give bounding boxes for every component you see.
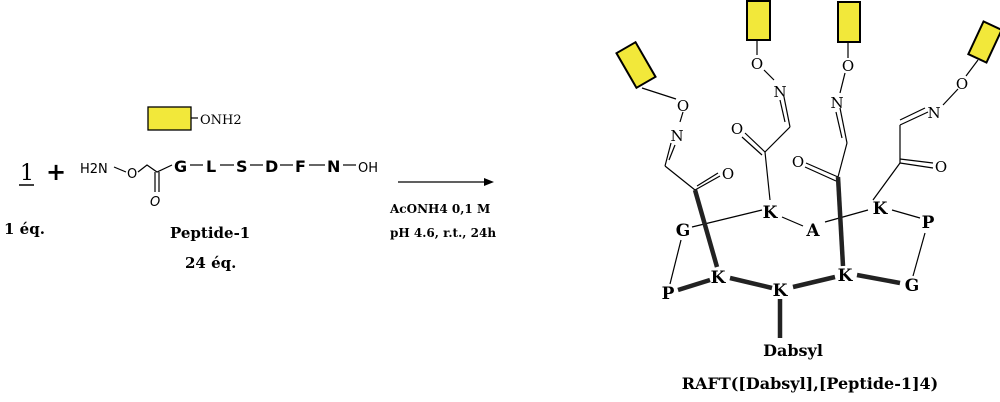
condition-line-2: pH 4.6, r.t., 24h <box>390 226 496 240</box>
peptide-name: Peptide-1 <box>170 224 250 242</box>
reactant-1-label: 1 <box>20 161 34 186</box>
reactant-1-equiv: 1 éq. <box>4 220 45 238</box>
residue-d: D <box>265 157 278 176</box>
plus-sign: + <box>46 158 66 186</box>
condition-line-1: AcONH4 0,1 M <box>389 202 490 216</box>
chain-atoms: O N O O N O O N O O N O <box>670 55 968 183</box>
sugar-box <box>147 106 192 131</box>
residue-g: G <box>174 157 187 176</box>
residue-k: K <box>838 266 854 286</box>
residue-f: F <box>295 157 306 176</box>
residue-a: A <box>805 221 820 241</box>
residue-g: G <box>905 276 920 296</box>
carbonyl-o: O <box>150 195 160 210</box>
oxyamine-label: ONH2 <box>200 113 242 128</box>
chain-bonds <box>641 40 979 285</box>
residue-l: L <box>206 157 216 176</box>
sugar-box-3 <box>837 1 861 43</box>
ether-o: O <box>127 167 137 182</box>
atom-o: O <box>751 55 763 73</box>
h2n-label: H2N <box>80 162 108 177</box>
residue-k: K <box>711 268 727 288</box>
product-name: RAFT([Dabsyl],[Peptide-1]4) <box>682 374 939 393</box>
atom-n: N <box>830 94 843 112</box>
residue-p: P <box>922 213 935 233</box>
peptide-sequence: G L S D F N <box>174 157 356 176</box>
peptide-equiv: 24 éq. <box>185 254 236 272</box>
atom-o: O <box>722 165 734 183</box>
residue-p: P <box>662 284 675 304</box>
ring-residues: K A K P G K K K P G <box>662 199 935 304</box>
residue-k: K <box>873 199 889 219</box>
residue-k: K <box>773 281 789 301</box>
sugar-box-4 <box>967 20 1000 64</box>
atom-n: N <box>773 83 786 101</box>
arrow-head-icon <box>484 178 494 186</box>
atom-o: O <box>956 75 968 93</box>
residue-k: K <box>763 203 779 223</box>
atom-o: O <box>731 120 743 138</box>
sugar-box-1 <box>615 40 657 90</box>
residue-n: N <box>327 157 340 176</box>
atom-n: N <box>670 127 683 145</box>
dabsyl-label: Dabsyl <box>763 341 823 360</box>
atom-n: N <box>927 104 940 122</box>
residue-s: S <box>236 157 248 176</box>
atom-o: O <box>842 57 854 75</box>
atom-o: O <box>935 158 947 176</box>
atom-o: O <box>792 153 804 171</box>
atom-o: O <box>677 97 689 115</box>
terminal-oh: OH <box>358 161 378 176</box>
sugar-box-2 <box>746 0 771 41</box>
residue-g: G <box>676 221 691 241</box>
sugar-boxes <box>615 0 1000 90</box>
ring-backbone <box>677 176 901 338</box>
